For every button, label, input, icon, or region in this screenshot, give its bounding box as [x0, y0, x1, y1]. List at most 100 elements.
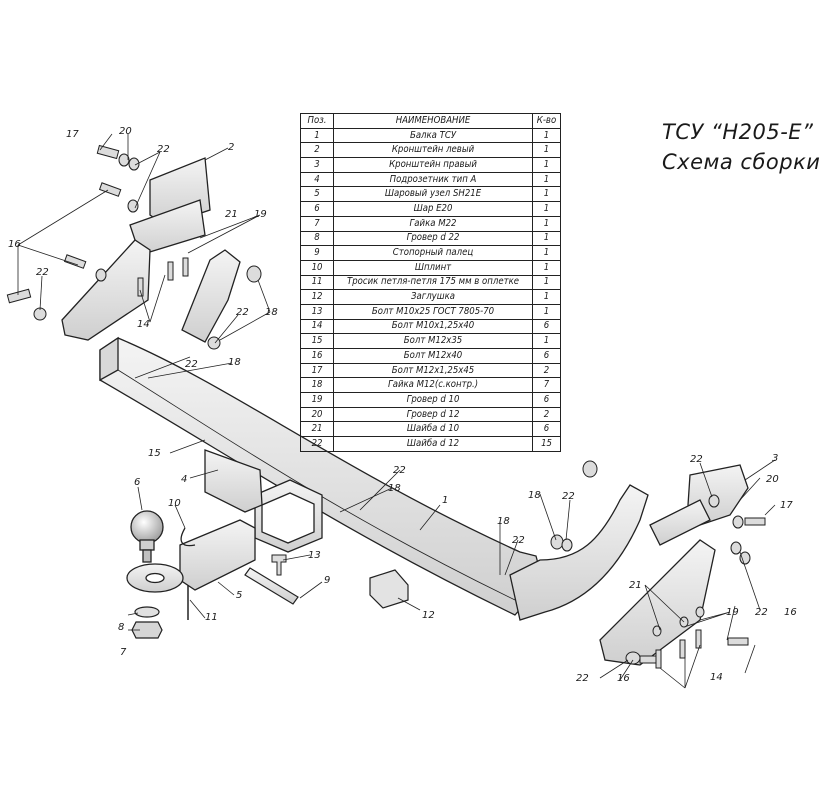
cell-name: Болт M10x25 ГОСТ 7805-70	[333, 303, 533, 320]
cell-position: 19	[300, 392, 334, 408]
callout-21a: 21	[225, 209, 238, 220]
header-name: НАИМЕНОВАНИЕ	[333, 113, 533, 129]
callout-18c: 18	[388, 483, 401, 494]
cell-quantity: 1	[532, 215, 561, 232]
receiver-housing	[254, 479, 323, 553]
socket-plate	[204, 449, 263, 513]
leader-lines	[17, 133, 776, 689]
cell-position: 17	[300, 362, 334, 379]
lock-washer-22	[134, 606, 160, 618]
callout-16c: 16	[617, 673, 630, 684]
cell-quantity: 1	[532, 274, 561, 291]
cell-name: Болт M10x1,25x40	[333, 318, 533, 335]
cell-position: 18	[300, 377, 334, 394]
cell-name: Гровер d 12	[333, 406, 533, 423]
callout-17a: 17	[66, 129, 79, 140]
cell-quantity: 1	[532, 333, 561, 349]
callout-22d: 22	[185, 359, 198, 370]
cell-name: Тросик петля-петля 175 мм в оплетке	[333, 274, 533, 291]
cell-quantity: 2	[532, 362, 561, 379]
cell-name: Гровер d 10	[333, 392, 533, 408]
callout-9: 9	[324, 575, 330, 586]
callout-2: 2	[228, 142, 234, 153]
callout-22a: 22	[157, 144, 170, 155]
cell-position: 12	[300, 289, 334, 305]
cell-position: 5	[300, 186, 334, 203]
callout-5: 5	[236, 590, 242, 601]
callout-20b: 20	[766, 474, 779, 485]
cell-position: 8	[300, 230, 334, 247]
callout-15: 15	[148, 448, 161, 459]
right-bracket	[599, 464, 749, 666]
callout-22c: 22	[236, 307, 249, 318]
cell-name: Кронштейн левый	[333, 142, 533, 159]
cell-quantity: 2	[532, 406, 561, 423]
cell-name: Кронштейн правый	[333, 157, 533, 173]
callout-14b: 14	[710, 672, 723, 683]
callout-7: 7	[120, 647, 127, 658]
callout-4: 4	[181, 474, 187, 485]
callout-13: 13	[308, 550, 321, 561]
cell-name: Шайба d 10	[333, 421, 533, 438]
header-position: Поз.	[300, 113, 334, 129]
cell-quantity: 6	[532, 421, 561, 438]
cell-quantity: 1	[532, 127, 561, 144]
cell-position: 11	[300, 274, 334, 291]
callout-3: 3	[772, 453, 778, 464]
cell-name: Гровер d 22	[333, 230, 533, 247]
locking-pin	[244, 567, 299, 605]
cell-position: 20	[300, 406, 334, 423]
cell-quantity: 1	[532, 245, 561, 261]
cell-position: 2	[300, 142, 334, 159]
callout-10: 10	[168, 498, 181, 509]
cell-position: 6	[300, 201, 334, 217]
callout-18e: 18	[528, 490, 541, 501]
cell-quantity: 1	[532, 186, 561, 203]
callout-labels: 1 2 3 4 5 6 7 8 9 10 11 12 13 14 14 15 1…	[8, 126, 797, 684]
diagram-subtitle: Схема сборки	[662, 150, 820, 174]
callout-17b: 17	[780, 500, 793, 511]
cell-name: Гайка M22	[333, 215, 533, 232]
callout-1: 1	[442, 495, 448, 506]
callout-21b: 21	[629, 580, 642, 591]
cell-quantity: 1	[532, 303, 561, 320]
cell-quantity: 1	[532, 289, 561, 305]
cell-position: 14	[300, 318, 334, 335]
callout-18a: 18	[265, 307, 278, 318]
callout-22g: 22	[562, 491, 575, 502]
callout-16a: 16	[8, 239, 21, 250]
tow-bar-beam	[99, 336, 546, 616]
callout-16b: 16	[784, 607, 797, 618]
cell-quantity: 1	[532, 259, 561, 276]
bolt-m10x25	[271, 554, 287, 576]
callout-19a: 19	[254, 209, 267, 220]
callout-22e: 22	[393, 465, 406, 476]
cell-name: Шплинт	[333, 259, 533, 276]
cell-quantity: 7	[532, 377, 561, 394]
beam-right-bracket-plate	[509, 484, 649, 621]
cell-name: Шар E20	[333, 201, 533, 217]
callout-22h: 22	[690, 454, 703, 465]
right-hardware	[550, 460, 766, 669]
cell-name: Шайба d 12	[333, 436, 533, 452]
cell-position: 21	[300, 421, 334, 438]
cell-quantity: 6	[532, 318, 561, 335]
cell-quantity: 1	[532, 157, 561, 173]
callout-19b: 19	[726, 607, 739, 618]
